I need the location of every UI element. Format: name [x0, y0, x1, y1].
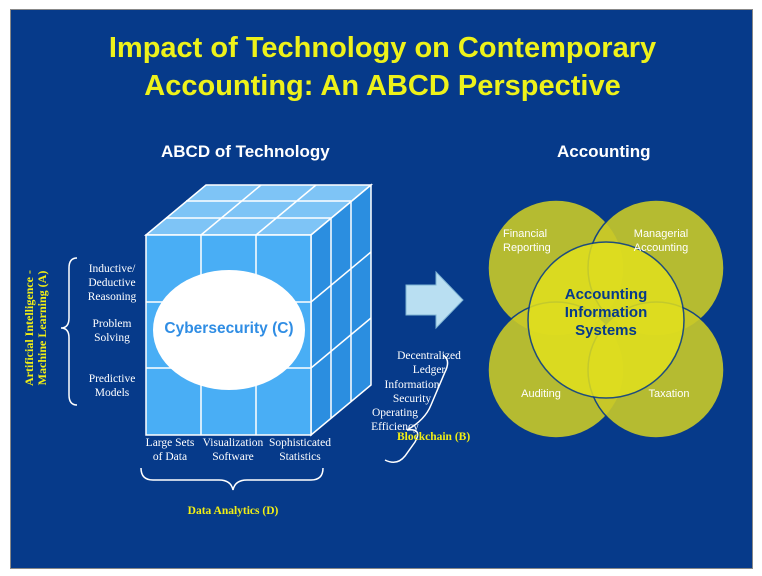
diagram-graphics [60, 183, 725, 491]
blockchain-item: Operating Efficiency [360, 406, 430, 434]
venn-label-taxation: Taxation [639, 387, 699, 401]
data-item-line: Statistics [279, 451, 321, 463]
blockchain-item-line: Efficiency [371, 421, 419, 433]
ai-item-line: Problem [92, 318, 132, 330]
title-line-2: Accounting: An ABCD Perspective [144, 70, 621, 102]
cube-top-face [143, 184, 374, 236]
venn-label-auditing: Auditing [511, 387, 571, 401]
left-heading: ABCD of Technology [161, 142, 330, 161]
venn-label-line: Auditing [521, 388, 561, 400]
blockchain-item: Information Security [377, 378, 447, 406]
right-arrow-icon [405, 270, 464, 330]
data-item: Large Sets of Data [141, 436, 199, 464]
cybersecurity-ellipse [153, 270, 305, 390]
ai-item-line: Models [94, 387, 130, 399]
data-item-line: Software [212, 451, 254, 463]
blockchain-item-line: Security [392, 393, 432, 405]
venn-label-line: Reporting [503, 242, 551, 254]
cube-right-face [310, 183, 372, 437]
data-item-line: Large Sets [145, 437, 195, 449]
ai-label: Artificial Intelligence - Machine Learni… [22, 253, 49, 403]
blockchain-item-line: Ledger [412, 364, 446, 376]
blockchain-label: Blockchain (B) [397, 431, 471, 443]
blockchain-item-line: Decentralized [397, 350, 461, 362]
venn-center-label: Accounting Information Systems [546, 286, 666, 340]
blockchain-item-line: Operating [372, 407, 418, 419]
ai-item-line: Solving [94, 332, 130, 344]
right-heading: Accounting [557, 142, 651, 161]
data-item-line: of Data [152, 451, 188, 463]
venn-label-line: Taxation [648, 388, 690, 400]
venn-center-line: Information [564, 304, 648, 321]
data-analytics-brace [140, 467, 324, 491]
ai-item-line: Inductive/ [88, 263, 136, 275]
data-item: Sophisticated Statistics [263, 436, 337, 464]
ai-item-line: Reasoning [87, 291, 137, 303]
venn-center-line: Accounting [564, 286, 648, 303]
data-analytics-label: Data Analytics (D) [187, 505, 279, 517]
ai-item: Inductive/ Deductive Reasoning [81, 262, 143, 304]
ai-item: Predictive Models [81, 372, 143, 400]
ai-item-line: Predictive [88, 373, 136, 385]
blockchain-brace [384, 354, 449, 463]
title-line-1: Impact of Technology on Contemporary [108, 32, 657, 64]
blockchain-item: Decentralized Ledger [394, 349, 464, 377]
cube-label: Cybersecurity (C) [164, 320, 294, 337]
slide: Impact of Technology on Contemporary Acc… [10, 9, 753, 569]
venn-label-line: Financial [503, 228, 548, 240]
ai-brace [60, 257, 78, 406]
ai-item-line: Deductive [88, 277, 136, 289]
venn-label-financial-reporting: Financial Reporting [503, 227, 563, 255]
venn-center-line: Systems [575, 322, 637, 339]
ai-label-line-2: Machine Learning (A) [35, 270, 49, 386]
venn-label-managerial-accounting: Managerial Accounting [623, 227, 699, 255]
data-item-line: Sophisticated [269, 437, 331, 449]
data-item: Visualization Software [197, 436, 269, 464]
venn-diagram [487, 199, 725, 439]
blockchain-item-line: Information [384, 379, 440, 391]
ai-item: Problem Solving [81, 317, 143, 345]
venn-label-line: Accounting [633, 242, 689, 254]
venn-label-line: Managerial [633, 228, 689, 240]
data-item-line: Visualization [202, 437, 264, 449]
